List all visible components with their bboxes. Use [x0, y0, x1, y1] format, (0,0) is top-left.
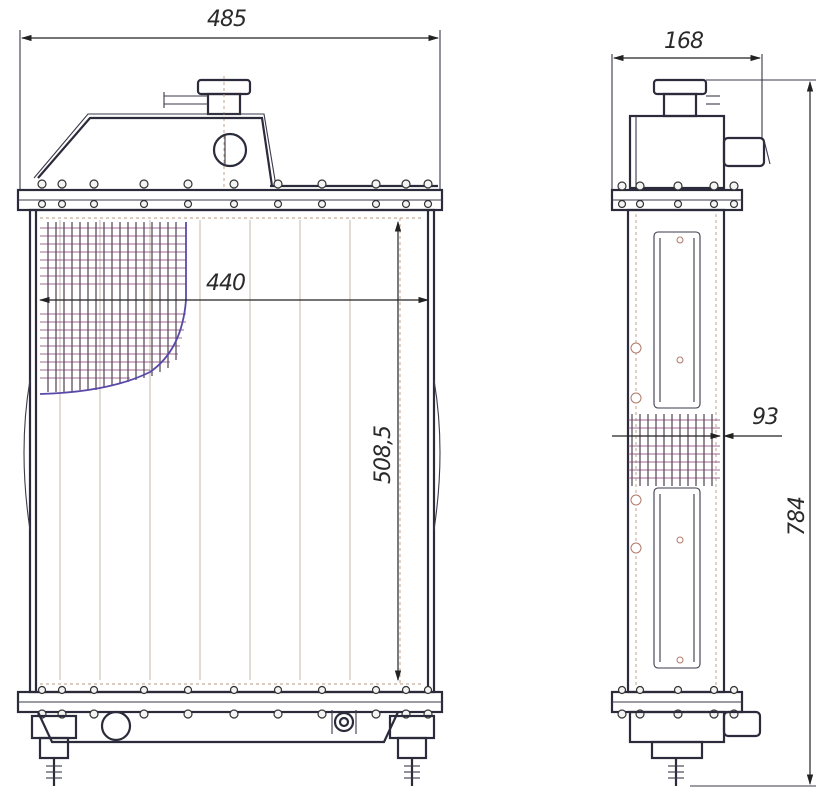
mounting-foot-right: [388, 714, 436, 786]
side-bottom-header: [610, 685, 744, 719]
top-bolt-row: [37, 179, 433, 209]
side-lower-tank: [628, 710, 762, 786]
dimension-overall-height: 784: [690, 79, 816, 787]
front-view: 485: [16, 7, 444, 786]
side-view: 168: [610, 29, 816, 787]
core-depth-label: 93: [752, 405, 778, 430]
dimension-side-depth: 168: [611, 29, 763, 190]
core-width-label: 440: [206, 271, 245, 296]
core-tube-detail: [39, 222, 187, 395]
dimension-core-width: 440: [38, 271, 430, 304]
overall-width-label: 485: [207, 7, 246, 32]
side-core: [626, 208, 726, 694]
upper-tank: [33, 113, 438, 188]
bottom-header: [16, 685, 444, 719]
dimension-core-height: 508,5: [371, 220, 402, 682]
mounting-foot-left: [30, 714, 78, 786]
dimension-core-depth: 93: [612, 405, 782, 440]
top-header: [16, 179, 444, 212]
dimension-overall-width: 485: [19, 7, 441, 190]
side-core-section: [628, 414, 720, 486]
side-top-header: [610, 181, 744, 212]
side-filler-cap: [652, 78, 720, 118]
core-height-label: 508,5: [371, 426, 396, 484]
side-upper-tank: [628, 114, 771, 190]
overall-height-label: 784: [785, 497, 810, 536]
side-depth-label: 168: [664, 29, 704, 54]
filler-cap: [163, 76, 252, 190]
